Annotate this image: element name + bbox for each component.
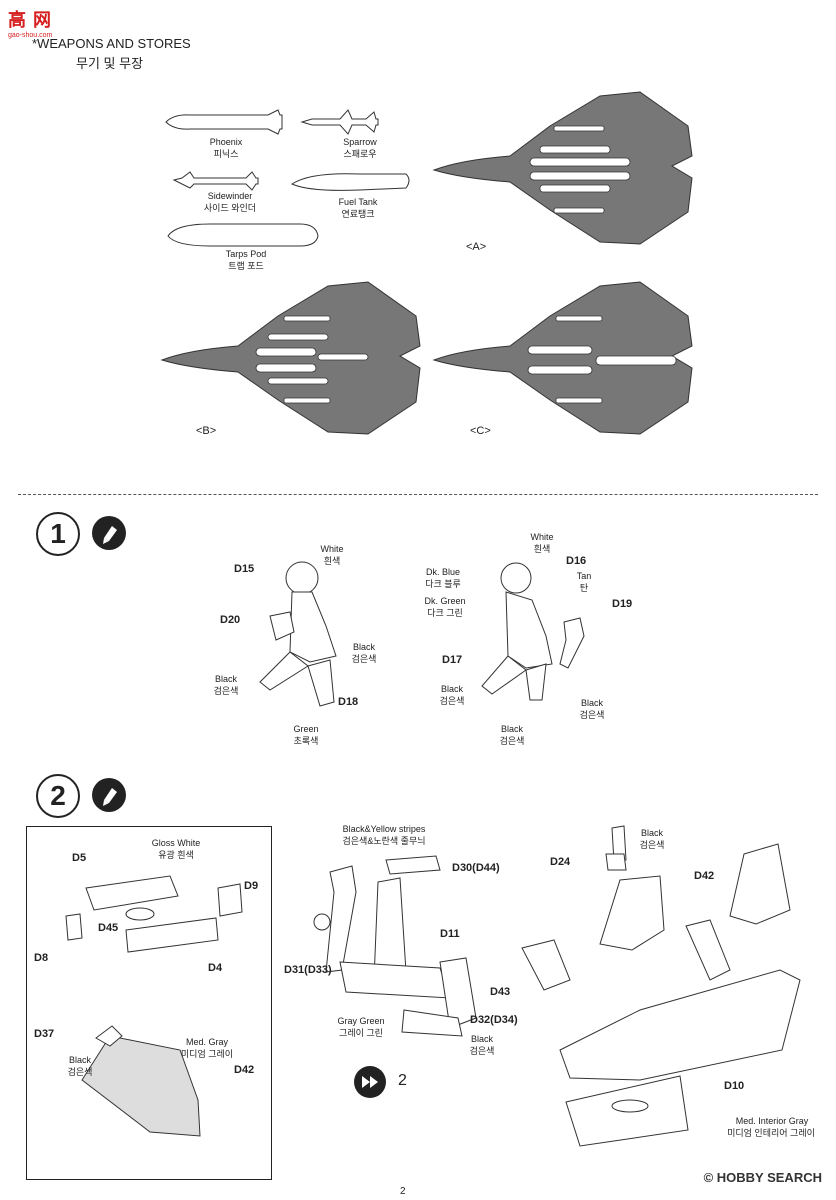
pilot-figure-left bbox=[259, 561, 337, 707]
fr-part-d16: D16 bbox=[566, 555, 587, 567]
instrument-panel-illustration bbox=[65, 875, 243, 1137]
fl-white-kr: 흰색 bbox=[323, 556, 341, 566]
ejection-seat-illustration bbox=[313, 855, 477, 1037]
fl-black1-en: Black bbox=[352, 642, 375, 652]
watermark-main: 高 网 bbox=[8, 10, 53, 30]
cockpit-tub-illustration bbox=[521, 825, 801, 1147]
fl-black1-kr: 검은색 bbox=[351, 654, 377, 664]
fl-black2-en: Black bbox=[214, 674, 237, 684]
ck-part-d43: D43 bbox=[490, 986, 511, 998]
box-part-d8: D8 bbox=[34, 952, 49, 964]
fueltank-label-en: Fuel Tank bbox=[338, 197, 378, 207]
section-title-en: *WEAPONS AND STORES bbox=[32, 36, 191, 51]
sparrow-label-en: Sparrow bbox=[343, 137, 377, 147]
sparrow-label-kr: 스패로우 bbox=[343, 149, 377, 159]
step-reference: 2 bbox=[398, 1072, 407, 1089]
seat-stripes-kr: 검은색&노란색 줄무늬 bbox=[342, 836, 426, 846]
phoenix-label-en: Phoenix bbox=[209, 137, 243, 147]
section-title-kr: 무기 및 무장 bbox=[76, 56, 144, 71]
tarps-label-en: Tarps Pod bbox=[225, 249, 267, 259]
fr-black1-en: Black bbox=[440, 684, 463, 694]
fr-dkgreen-en: Dk. Green bbox=[424, 596, 466, 606]
ck-black-en: Black bbox=[640, 828, 663, 838]
fr-black1-kr: 검은색 bbox=[439, 696, 465, 706]
tarps-label-kr: 트랩 포드 bbox=[228, 261, 264, 271]
fr-black2-kr: 검은색 bbox=[579, 710, 605, 720]
fr-tan-kr: 탄 bbox=[579, 583, 589, 593]
seat-graygreen-en: Gray Green bbox=[337, 1016, 385, 1026]
config-b-label: <B> bbox=[196, 425, 217, 437]
stores-illustration bbox=[165, 109, 410, 247]
instrument-panel-subassembly bbox=[26, 826, 272, 1180]
watermark-logo: 高 网 gao-shou.com bbox=[8, 6, 52, 39]
fr-dkblue-en: Dk. Blue bbox=[425, 567, 460, 577]
section-divider bbox=[18, 494, 818, 495]
box-black-en: Black bbox=[68, 1055, 91, 1065]
ck-part-d42: D42 bbox=[694, 870, 715, 882]
seat-part-d30: D30(D44) bbox=[452, 862, 500, 874]
seat-black-en: Black bbox=[470, 1034, 493, 1044]
fr-part-d17: D17 bbox=[442, 654, 463, 666]
paint-brush-icon bbox=[92, 516, 126, 550]
box-part-d4: D4 bbox=[208, 962, 223, 974]
ck-medint-en: Med. Interior Gray bbox=[735, 1116, 809, 1126]
box-medgray-kr: 미디엄 그레이 bbox=[180, 1049, 234, 1059]
fr-part-d19: D19 bbox=[612, 598, 633, 610]
fl-white-en: White bbox=[320, 544, 344, 554]
watermark-sub: gao-shou.com bbox=[8, 32, 53, 39]
step-2-number: 2 bbox=[36, 774, 80, 818]
phoenix-label-kr: 피닉스 bbox=[213, 149, 239, 159]
fr-black3-en: Black bbox=[500, 724, 523, 734]
fl-part-d18: D18 bbox=[338, 696, 359, 708]
sidewinder-label-kr: 사이드 와인더 bbox=[203, 203, 257, 213]
fr-black3-kr: 검은색 bbox=[499, 736, 525, 746]
fr-white-kr: 흰색 bbox=[533, 544, 551, 554]
pilot-figure-right bbox=[481, 562, 585, 701]
ck-black-kr: 검은색 bbox=[639, 840, 665, 850]
ck-medint-kr: 미디엄 인테리어 그레이 bbox=[727, 1128, 815, 1138]
seat-part-d32: D32(D34) bbox=[470, 1014, 518, 1026]
seat-graygreen-kr: 그레이 그린 bbox=[339, 1028, 383, 1038]
fr-dkblue-kr: 다크 블루 bbox=[425, 579, 461, 589]
box-part-d42: D42 bbox=[234, 1064, 255, 1076]
box-gloss-en: Gloss White bbox=[151, 838, 201, 848]
aircraft-config-b bbox=[160, 281, 421, 435]
aircraft-config-c bbox=[432, 281, 693, 435]
page-number: 2 bbox=[400, 1186, 406, 1197]
fl-black2-kr: 검은색 bbox=[213, 686, 239, 696]
aircraft-config-a bbox=[432, 91, 693, 245]
step-1-number: 1 bbox=[36, 512, 80, 556]
fr-dkgreen-kr: 다크 그린 bbox=[427, 608, 463, 618]
ck-part-d24: D24 bbox=[550, 856, 571, 868]
box-part-d5: D5 bbox=[72, 852, 87, 864]
config-a-label: <A> bbox=[466, 241, 487, 253]
ck-part-d10: D10 bbox=[724, 1080, 745, 1092]
paint-brush-icon bbox=[92, 778, 126, 812]
fl-green-kr: 초록색 bbox=[293, 736, 319, 746]
box-medgray-en: Med. Gray bbox=[185, 1037, 228, 1047]
fueltank-label-kr: 연료탱크 bbox=[341, 209, 375, 219]
hobby-search-logo: © HOBBY SEARCH bbox=[703, 1170, 822, 1185]
install-arrow-icon bbox=[354, 1066, 386, 1098]
sidewinder-label-en: Sidewinder bbox=[207, 191, 253, 201]
seat-stripes-en: Black&Yellow stripes bbox=[342, 824, 426, 834]
seat-black-kr: 검은색 bbox=[469, 1046, 495, 1056]
box-gloss-kr: 유광 흰색 bbox=[158, 850, 194, 860]
box-black-kr: 검은색 bbox=[67, 1067, 93, 1077]
seat-part-d11: D11 bbox=[440, 928, 460, 940]
box-part-d9: D9 bbox=[244, 880, 259, 892]
fl-green-en: Green bbox=[293, 724, 319, 734]
fl-part-d20: D20 bbox=[220, 614, 241, 626]
fr-white-en: White bbox=[530, 532, 554, 542]
config-c-label: <C> bbox=[470, 425, 491, 437]
fl-part-d15: D15 bbox=[234, 563, 255, 575]
box-part-d45: D45 bbox=[98, 922, 119, 934]
seat-part-d31: D31(D33) bbox=[284, 964, 332, 976]
fr-tan-en: Tan bbox=[576, 571, 592, 581]
fr-black2-en: Black bbox=[580, 698, 603, 708]
box-part-d37: D37 bbox=[34, 1028, 55, 1040]
